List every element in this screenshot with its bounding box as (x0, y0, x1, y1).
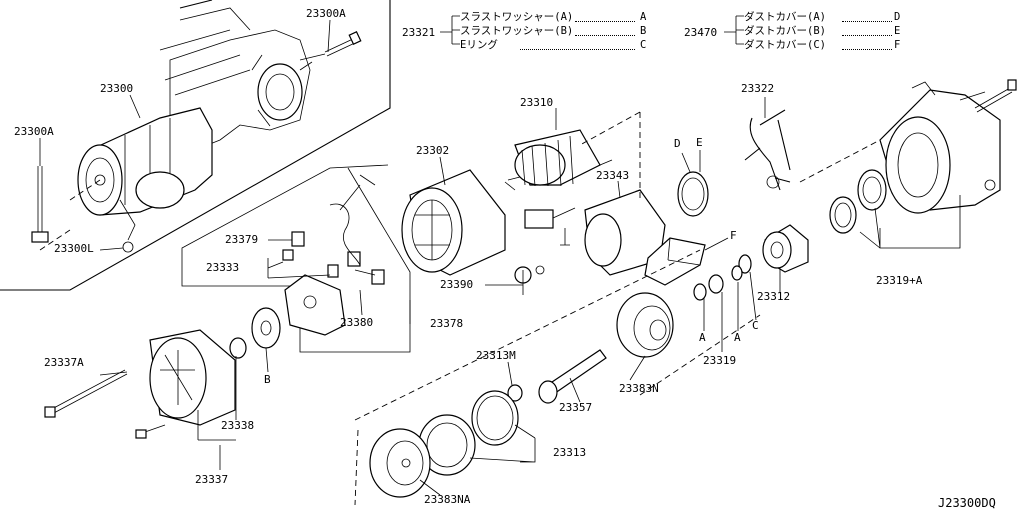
internal-gear-drawing (616, 292, 674, 358)
legend-dots (842, 21, 892, 22)
diagram-id: J23300DQ (938, 496, 996, 510)
legend-key-a: A (640, 11, 647, 23)
dust-covers-drawing (644, 171, 709, 286)
legend-item-dust-cover-a: ダストカバー(A) (744, 11, 826, 23)
pinion-drawing (693, 224, 809, 301)
callout-23337a: 23337A (44, 356, 84, 369)
key-f-callout: F (730, 229, 737, 242)
callout-23319: 23319 (703, 354, 737, 367)
legend-key-e: E (894, 25, 901, 37)
key-c-callout: C (752, 319, 759, 332)
yoke-drawing (401, 169, 506, 276)
pinion-shaft-drawing (507, 349, 607, 404)
armature-drawing (504, 129, 613, 191)
legend-dots (842, 49, 892, 50)
callout-23383na: 23383NA (424, 493, 471, 506)
key-d-callout: D (674, 137, 681, 150)
legend-key-f: F (894, 39, 901, 51)
shift-lever-drawing (744, 109, 791, 191)
key-b-callout: B (264, 373, 271, 386)
callout-23300a-top: 23300A (306, 7, 346, 20)
callout-23300l: 23300L (54, 242, 94, 255)
callout-23378: 23378 (430, 317, 464, 330)
callout-23380: 23380 (340, 316, 374, 329)
callout-23333: 23333 (206, 261, 240, 274)
callout-23300a-left: 23300A (14, 125, 54, 138)
brush-holder-drawing (282, 174, 385, 336)
callout-23322: 23322 (741, 82, 775, 95)
legend-dots (575, 35, 635, 36)
magnetic-switch-drawing (514, 189, 666, 284)
callout-23313: 23313 (553, 446, 587, 459)
legend-item-thrust-washer-b: スラストワッシャー(B) (460, 25, 574, 37)
legend-item-dust-cover-b: ダストカバー(B) (744, 25, 826, 37)
drive-housing-drawing (829, 79, 1017, 234)
callout-23313m: 23313M (476, 349, 516, 362)
callout-23319a: 23319+A (876, 274, 923, 287)
legend-dots (520, 49, 635, 50)
callout-23383n: 23383N (619, 382, 659, 395)
legend-key-d: D (894, 11, 901, 23)
legend-item-dust-cover-c: ダストカバー(C) (744, 39, 826, 51)
key-e-callout: E (696, 136, 703, 149)
callout-23337: 23337 (195, 473, 229, 486)
legend-dots (575, 21, 635, 22)
key-a-callout-1: A (699, 331, 706, 344)
callout-23312: 23312 (757, 290, 791, 303)
assembly-dashed-lines (39, 111, 881, 506)
callout-23343: 23343 (596, 169, 630, 182)
starter-assembly-drawing (31, 7, 362, 253)
legend-code-23470: 23470 (684, 26, 718, 39)
legend-code-23321: 23321 (402, 26, 436, 39)
callout-23300: 23300 (100, 82, 134, 95)
leader-lines (39, 19, 961, 496)
callout-23338: 23338 (221, 419, 255, 432)
callout-23390: 23390 (440, 278, 474, 291)
rear-cover-drawing (44, 307, 281, 439)
legend-item-thrust-washer-a: スラストワッシャー(A) (460, 11, 574, 23)
legend-item-e-ring: Eリング (460, 39, 498, 51)
planetary-gear-drawing (369, 390, 519, 498)
key-a-callout-2: A (734, 331, 741, 344)
legend-key-b: B (640, 25, 647, 37)
legend-key-c: C (640, 39, 647, 51)
legend-brackets (440, 15, 744, 45)
legend-dots (842, 35, 892, 36)
callout-23379: 23379 (225, 233, 259, 246)
callout-23357: 23357 (559, 401, 593, 414)
callout-23302: 23302 (416, 144, 450, 157)
callout-23310: 23310 (520, 96, 554, 109)
